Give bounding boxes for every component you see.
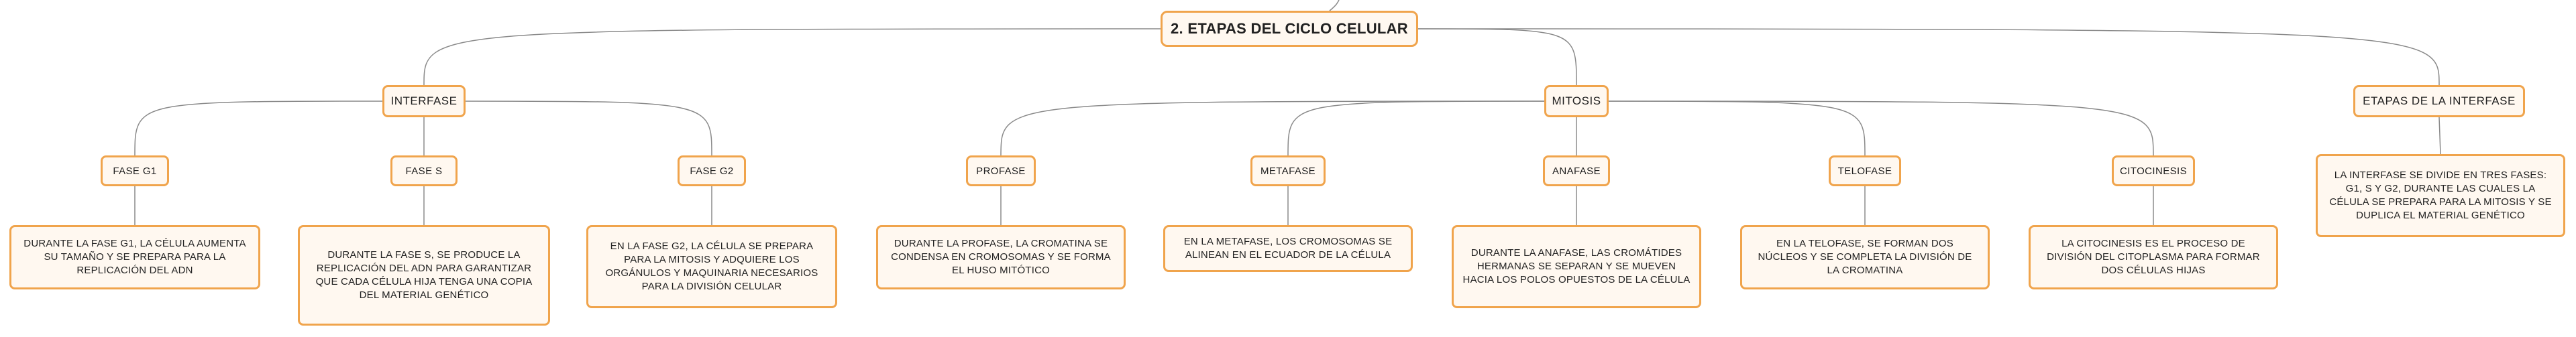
description-citocinesis: LA CITOCINESIS ES EL PROCESO DE DIVISIÓN…	[2029, 225, 2278, 289]
connector-n-profase	[1000, 100, 1545, 156]
phase-g1[interactable]: FASE G1	[101, 155, 169, 186]
connector-n-etapas	[1417, 28, 2440, 86]
connector-n-citocinesis	[1608, 100, 2154, 156]
description-s: DURANTE LA FASE S, SE PRODUCE LA REPLICA…	[298, 225, 550, 326]
phase-g2[interactable]: FASE G2	[678, 155, 746, 186]
description-telofase: EN LA TELOFASE, SE FORMAN DOS NÚCLEOS Y …	[1740, 225, 1990, 289]
description-metafase: EN LA METAFASE, LOS CROMOSOMAS SE ALINEA…	[1163, 225, 1413, 272]
connector-n-telofase	[1608, 100, 1866, 156]
description-g2: EN LA FASE G2, LA CÉLULA SE PREPARA PARA…	[586, 225, 837, 308]
phase-telofase[interactable]: TELOFASE	[1829, 155, 1901, 186]
connector-l-etapas	[2438, 117, 2441, 155]
phase-citocinesis[interactable]: CITOCINESIS	[2112, 155, 2195, 186]
description-profase: DURANTE LA PROFASE, LA CROMATINA SE COND…	[876, 225, 1126, 289]
connector-n-metafase	[1287, 100, 1545, 156]
connector-n-g2	[465, 100, 712, 156]
connector-n-g1	[134, 100, 383, 156]
phase-anafase[interactable]: ANAFASE	[1543, 155, 1610, 186]
branch-mitosis[interactable]: MITOSIS	[1544, 85, 1609, 117]
connector-n-mitosis	[1417, 28, 1577, 86]
phase-metafase[interactable]: METAFASE	[1250, 155, 1326, 186]
phase-profase[interactable]: PROFASE	[966, 155, 1036, 186]
phase-s[interactable]: FASE S	[390, 155, 458, 186]
description-anafase: DURANTE LA ANAFASE, LAS CROMÁTIDES HERMA…	[1452, 225, 1701, 308]
description-g1: DURANTE LA FASE G1, LA CÉLULA AUMENTA SU…	[9, 225, 260, 289]
description-etapas-de-la-interfase: LA INTERFASE SE DIVIDE EN TRES FASES: G1…	[2316, 154, 2565, 237]
root-node[interactable]: 2. ETAPAS DEL CICLO CELULAR	[1161, 11, 1418, 47]
connector-root-parent	[1329, 0, 1340, 11]
connector-n-interfase	[423, 28, 1161, 86]
branch-etapas-de-la-interfase[interactable]: ETAPAS DE LA INTERFASE	[2353, 85, 2525, 117]
branch-interfase[interactable]: INTERFASE	[382, 85, 466, 117]
